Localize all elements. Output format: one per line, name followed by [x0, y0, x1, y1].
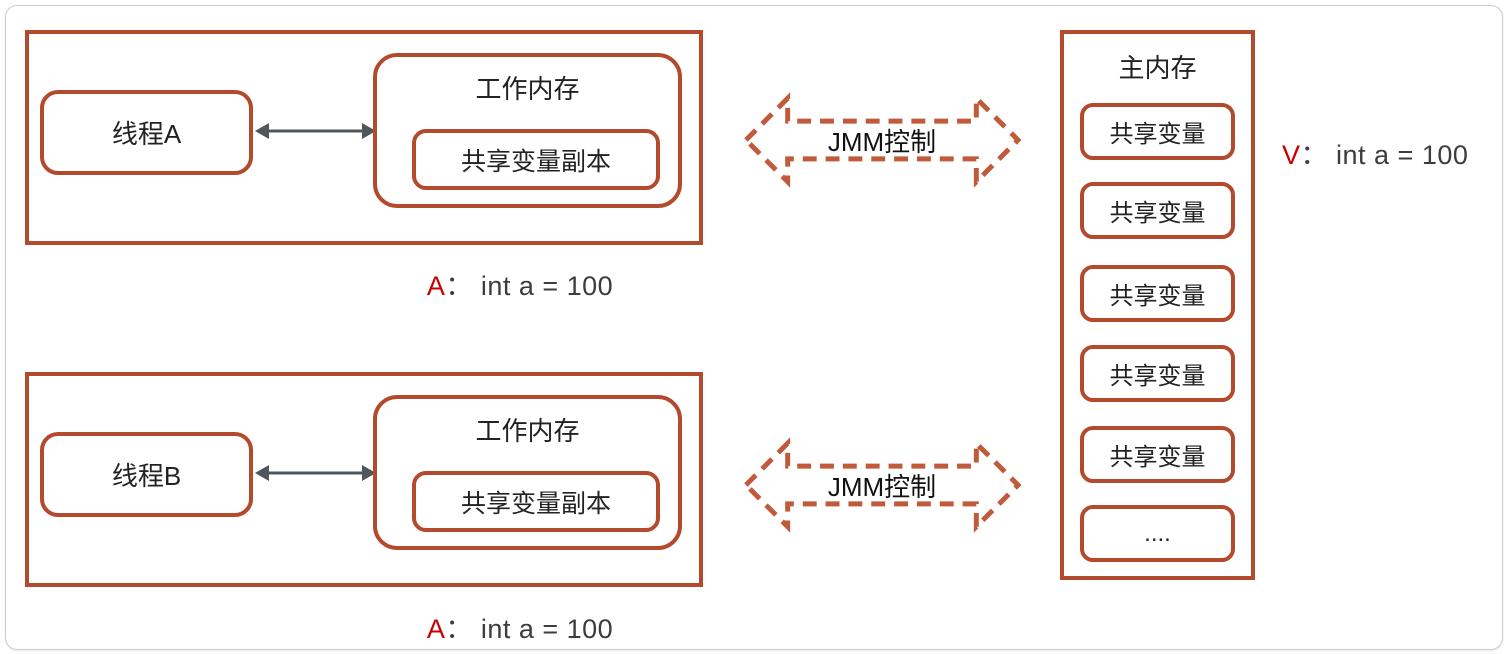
thread-b-value-letter: A [426, 614, 446, 644]
main-memory-value-letter: V [1282, 140, 1301, 170]
thread-b-label: 线程B [111, 461, 182, 491]
thread-a-label: 线程A [111, 119, 182, 149]
working-memory-b-box: 工作内存 共享变量副本 [373, 395, 682, 550]
shared-variable-cell: 共享变量 [1080, 103, 1235, 160]
thread-a-box: 线程A [40, 90, 253, 175]
main-memory-container: 主内存 共享变量 共享变量 共享变量 共享变量 共享变量 .... [1060, 30, 1255, 580]
working-memory-a-title: 工作内存 [475, 74, 580, 104]
ellipsis-cell: .... [1080, 505, 1235, 562]
shared-variable-cell: 共享变量 [1080, 182, 1235, 239]
double-arrow-dashed-icon [743, 92, 1021, 188]
shared-variable-cell: 共享变量 [1080, 426, 1235, 483]
thread-b-box: 线程B [40, 432, 253, 517]
jmm-control-label-bottom: JMM控制 [827, 471, 937, 502]
shared-variable-cell: 共享变量 [1080, 345, 1235, 402]
shared-variable-cell: 共享变量 [1080, 265, 1235, 322]
thread-b-value-text: ： int a = 100 [445, 614, 614, 644]
thread-a-container: 线程A 工作内存 共享变量副本 [25, 30, 703, 245]
main-memory-value-text: ： int a = 100 [1300, 140, 1469, 170]
jmm-control-label-top: JMM控制 [827, 126, 937, 157]
bidirectional-arrow [255, 123, 376, 139]
jmm-control-arrow-top: JMM控制 [743, 90, 1021, 190]
double-arrow-dashed-icon [743, 437, 1021, 533]
jmm-control-arrow-bottom: JMM控制 [743, 435, 1021, 535]
thread-a-value: A： int a = 100 [300, 264, 740, 303]
main-memory-value: V： int a = 100 [1282, 133, 1508, 172]
shared-variable-copy-a-label: 共享变量副本 [460, 147, 611, 176]
shared-variable-copy-a-box: 共享变量副本 [412, 129, 660, 190]
thread-b-value: A： int a = 100 [300, 607, 740, 646]
shared-variable-copy-b-label: 共享变量副本 [460, 489, 611, 518]
bidirectional-arrow [255, 465, 376, 481]
shared-variable-copy-b-box: 共享变量副本 [412, 471, 660, 532]
working-memory-a-box: 工作内存 共享变量副本 [373, 53, 682, 208]
working-memory-b-title: 工作内存 [475, 416, 580, 446]
main-memory-title: 主内存 [1118, 53, 1197, 83]
thread-a-value-text: ： int a = 100 [445, 271, 614, 301]
thread-a-value-letter: A [426, 271, 446, 301]
thread-b-container: 线程B 工作内存 共享变量副本 [25, 372, 703, 587]
